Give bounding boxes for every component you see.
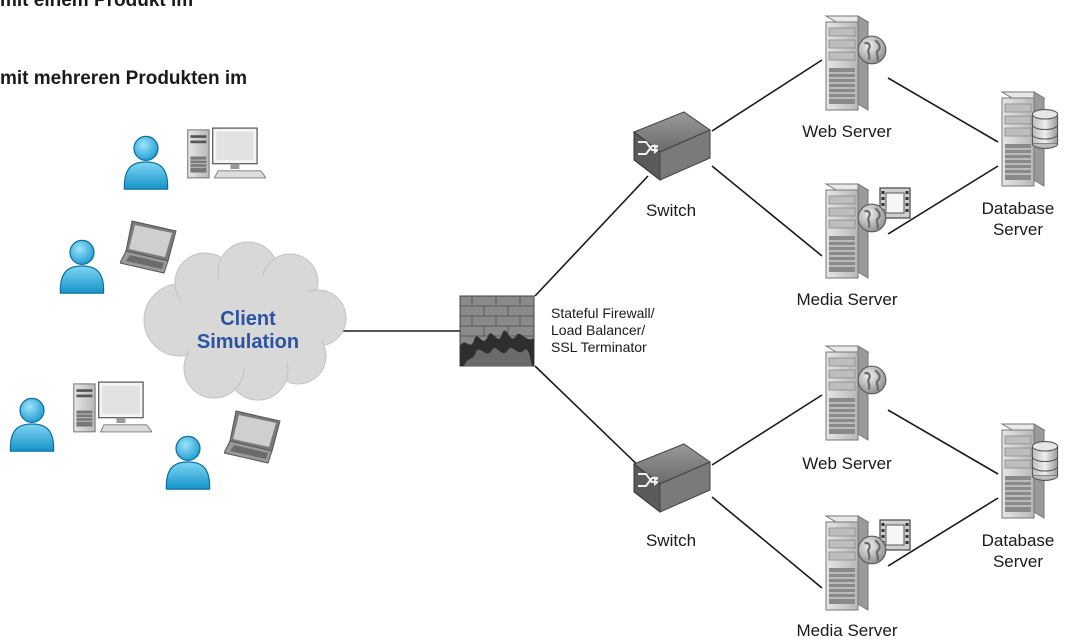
link-firewall-switch-top (534, 175, 649, 297)
web-server-label-bottom: Web Server (802, 454, 892, 473)
database-label-line-2: Server (992, 552, 1044, 571)
link-web-db-top (887, 77, 999, 143)
database-label-line-2: Server (992, 220, 1044, 239)
cloud-icon (143, 241, 347, 401)
database-label-line-1: Database (981, 531, 1055, 550)
globe-icon (857, 535, 887, 565)
link-switch-web-top (711, 59, 823, 132)
database-server-label-top: Database Server (970, 198, 1066, 240)
server-icon (825, 345, 869, 441)
link-switch-media-bottom (711, 496, 823, 589)
switch-label-bottom: Switch (645, 531, 697, 550)
cloud-label-line-1: Client (220, 308, 276, 330)
server-icon (825, 183, 869, 279)
server-icon (825, 15, 869, 111)
user-icon (165, 435, 211, 490)
media-server-label-bottom: Media Server (796, 621, 898, 640)
globe-icon (857, 203, 887, 233)
desktop-icon (73, 381, 152, 433)
user-icon (59, 239, 105, 294)
firewall-label: Stateful Firewall/ Load Balancer/ SSL Te… (551, 305, 654, 356)
connection-lines (340, 59, 999, 589)
switch-label-top: Switch (645, 201, 697, 220)
header-line-1: mit einem Produkt im (0, 0, 194, 11)
cloud-label-line-2: Simulation (196, 331, 300, 353)
database-icon (1031, 109, 1059, 149)
firewall-label-line-2: Load Balancer/ (551, 322, 646, 338)
desktop-icon (187, 127, 266, 179)
database-server-label-bottom: Database Server (970, 530, 1066, 572)
server-icon (825, 515, 869, 611)
link-web-db-bottom (887, 409, 999, 475)
database-label-line-1: Database (981, 199, 1055, 218)
switch-icon (633, 443, 711, 513)
firewall-icon (459, 295, 535, 367)
link-switch-media-top (711, 165, 823, 257)
link-media-db-bottom (887, 497, 999, 567)
firewall-label-line-3: SSL Terminator (551, 339, 647, 355)
header-line-2: mit mehreren Produkten im (0, 68, 248, 89)
globe-icon (857, 35, 887, 65)
switch-icon (633, 111, 711, 181)
globe-icon (857, 365, 887, 395)
user-icon (123, 135, 169, 190)
database-icon (1031, 441, 1059, 481)
user-icon (9, 397, 55, 452)
link-media-db-top (887, 165, 999, 235)
media-server-label-top: Media Server (796, 290, 898, 309)
laptop-icon (224, 410, 281, 464)
firewall-label-line-1: Stateful Firewall/ (551, 305, 655, 321)
web-server-label-top: Web Server (802, 122, 892, 141)
link-switch-web-bottom (711, 394, 823, 466)
link-firewall-switch-bottom (534, 365, 649, 476)
cloud-label: Client Simulation (188, 308, 308, 354)
laptop-icon (120, 220, 177, 274)
